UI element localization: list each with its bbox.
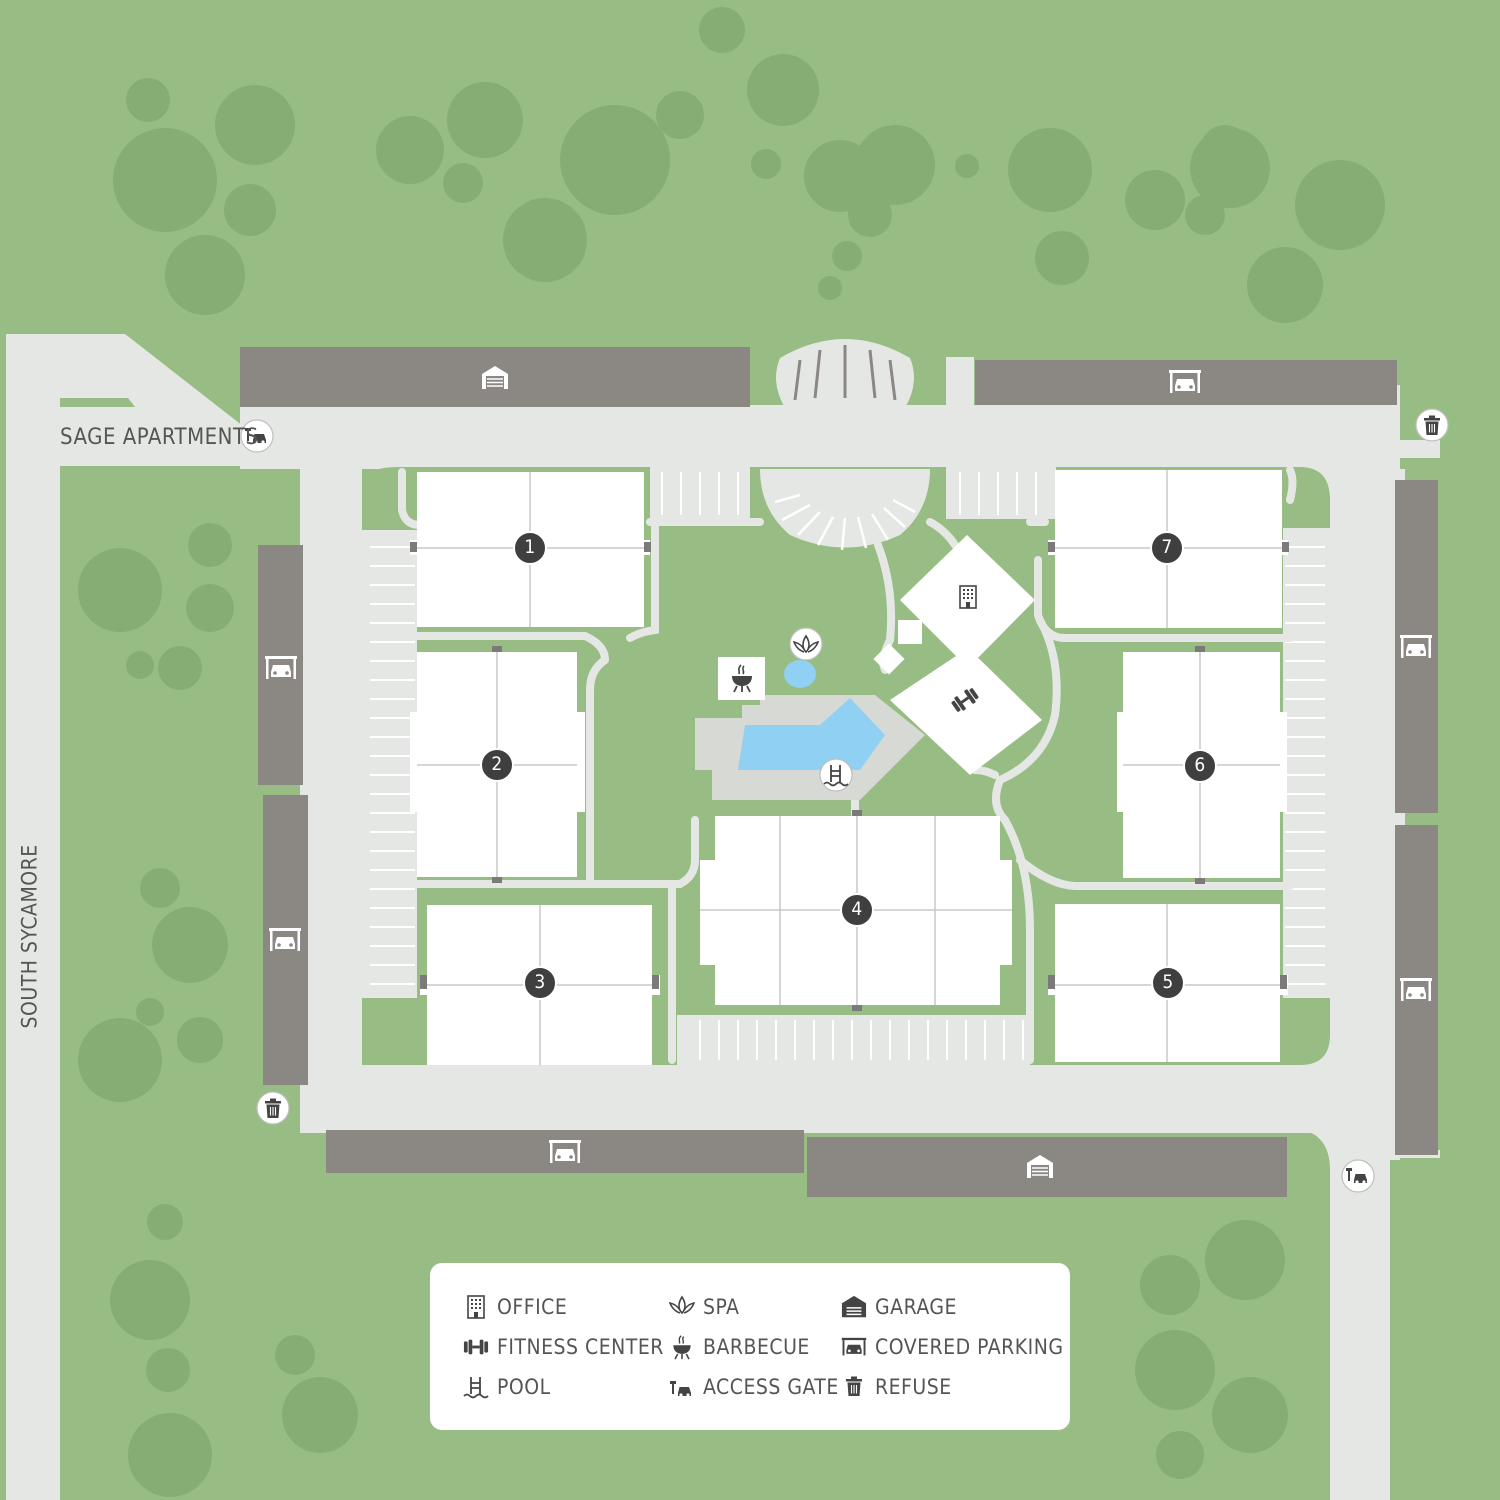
- legend-item-fitness-center: FITNESS CENTER: [463, 1334, 664, 1360]
- legend-label: OFFICE: [497, 1294, 568, 1319]
- legend-item-pool: POOL: [463, 1374, 551, 1400]
- garage-structures: [240, 347, 1438, 1197]
- legend-item-office: OFFICE: [463, 1294, 567, 1320]
- building-6-label[interactable]: 6: [1194, 754, 1206, 776]
- fitness-center-icon: [463, 1334, 489, 1360]
- drop-off-circle: [760, 339, 930, 551]
- legend-label: GARAGE: [875, 1294, 957, 1319]
- parking-lots: [362, 467, 1330, 1065]
- barbecue-icon: [669, 1334, 695, 1360]
- legend-label: COVERED PARKING: [875, 1334, 1064, 1359]
- legend-label: FITNESS CENTER: [497, 1334, 664, 1359]
- legend-label: POOL: [497, 1374, 551, 1399]
- legend-label: BARBECUE: [703, 1334, 810, 1359]
- spa-icon: [669, 1294, 695, 1320]
- building-2-label[interactable]: 2: [491, 753, 503, 775]
- street-label: SOUTH SYCAMORE: [17, 844, 42, 1029]
- building-7-label[interactable]: 7: [1161, 536, 1173, 558]
- legend-item-covered-parking: COVERED PARKING: [841, 1334, 1063, 1360]
- legend-item-spa: SPA: [669, 1294, 739, 1320]
- legend-label: REFUSE: [875, 1374, 952, 1399]
- parking-stall-lines: [370, 472, 1325, 1060]
- building-5-label[interactable]: 5: [1162, 971, 1174, 993]
- access-gate-icon: [669, 1374, 695, 1400]
- property-name-label: SAGE APARTMENTS: [60, 425, 259, 450]
- building-entries: [410, 542, 1289, 1011]
- trees: [78, 7, 1385, 1497]
- refuse-icon: [264, 1097, 282, 1119]
- grass-corner: [270, 469, 300, 525]
- building-1-label[interactable]: 1: [524, 536, 536, 558]
- legend-item-barbecue: BARBECUE: [669, 1334, 810, 1360]
- office-icon: [463, 1294, 489, 1320]
- entry-median: [60, 398, 135, 407]
- refuse-icon: [1423, 414, 1441, 436]
- legend-label: ACCESS GATE: [703, 1374, 839, 1399]
- walkways: [398, 466, 1297, 1064]
- covered-parking-icon: [841, 1334, 867, 1360]
- legend-item-refuse: REFUSE: [841, 1374, 952, 1400]
- refuse-icon: [841, 1374, 867, 1400]
- building-number-markers: [480, 531, 1217, 1000]
- legend-item-garage: GARAGE: [841, 1294, 957, 1320]
- pool-icon: [463, 1374, 489, 1400]
- legend-panel: OFFICE FITNESS CENTER POOL SPA BARBECUE …: [430, 1263, 1070, 1430]
- legend-item-access-gate: ACCESS GATE: [669, 1374, 839, 1400]
- pool: [738, 698, 885, 770]
- spa-pool: [784, 660, 816, 688]
- garage-icon: [841, 1294, 867, 1320]
- building-3-label[interactable]: 3: [534, 971, 546, 993]
- legend-label: SPA: [703, 1294, 740, 1319]
- building-4-label[interactable]: 4: [851, 898, 863, 920]
